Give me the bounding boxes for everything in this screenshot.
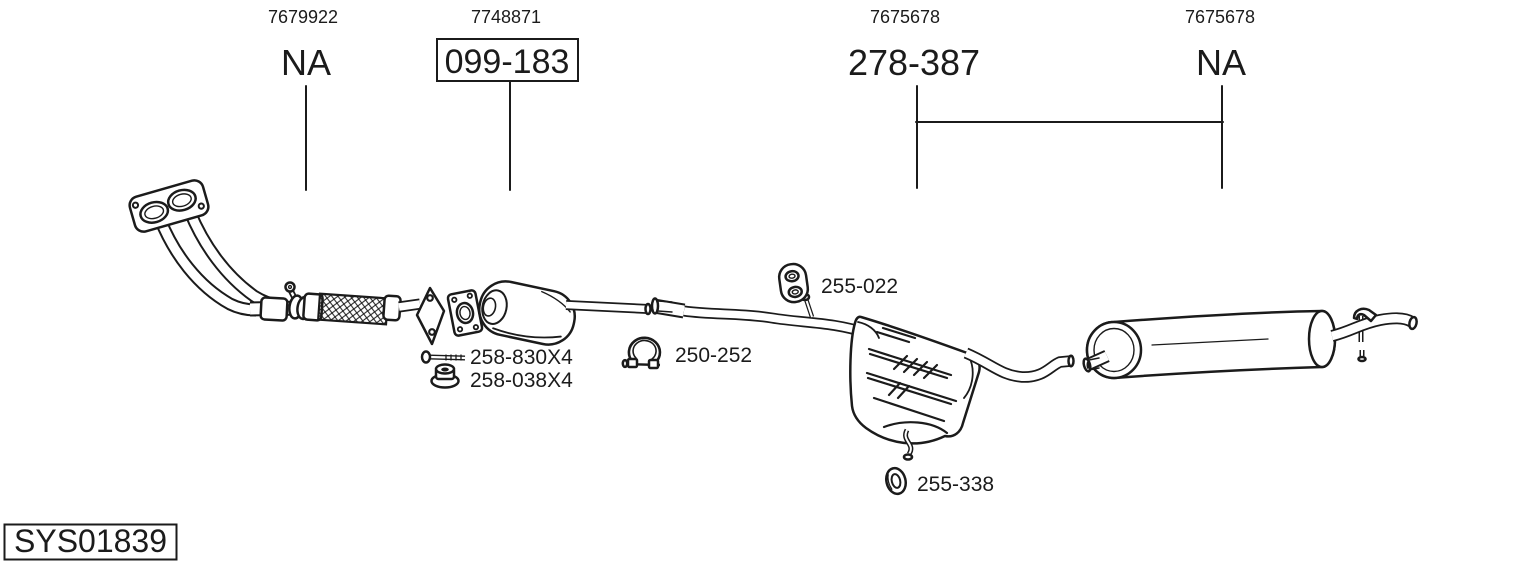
pipe-clamp-drawing [621, 336, 662, 370]
bolt-part-label[interactable]: 258-830X4 [470, 346, 573, 369]
nut-drawing [430, 363, 460, 389]
o-ring-part-label[interactable]: 255-338 [917, 473, 994, 496]
bolt-drawing [420, 350, 466, 364]
oem-number-4: 7675678 [1185, 7, 1255, 27]
tailpipe-hanger-bracket [1352, 307, 1378, 323]
front-pipe-drawing [128, 179, 446, 346]
oem-number-3: 7675678 [870, 7, 940, 27]
oem-number-2: 7748871 [471, 7, 541, 27]
part-code-1: NA [281, 42, 331, 83]
catalytic-converter-drawing [478, 280, 652, 346]
rubber-hanger-drawing [777, 262, 810, 304]
part-code-2[interactable]: 099-183 [445, 43, 570, 81]
selected-part-box [436, 38, 579, 82]
callout-3: 7675678 278-387 [848, 7, 980, 83]
centre-pipe-drawing [650, 292, 868, 339]
system-id-text: SYS01839 [14, 523, 167, 559]
o-ring-drawing [885, 466, 907, 496]
nut-part-label[interactable]: 258-038X4 [470, 369, 573, 392]
rubber-hanger-part-label[interactable]: 255-022 [821, 275, 898, 298]
pipe-clamp-part-label[interactable]: 250-252 [675, 344, 752, 367]
catalyst-flange [446, 289, 484, 337]
part-code-4: NA [1196, 42, 1246, 83]
front-pipe-flange [415, 286, 446, 346]
oem-number-1: 7679922 [268, 7, 338, 27]
part-code-3[interactable]: 278-387 [848, 42, 980, 83]
rear-muffler-drawing [1082, 309, 1337, 380]
callout-4: 7675678 NA [1185, 7, 1255, 83]
front-flange [128, 179, 210, 233]
callout-2: 7748871 099-183 [436, 7, 579, 82]
callout-leader-lines [305, 80, 1224, 191]
tailpipe-drawing [1330, 307, 1418, 363]
system-id-label: SYS01839 [3, 523, 178, 561]
middle-muffler-drawing [849, 315, 1075, 461]
callout-1: 7679922 NA [268, 7, 338, 83]
flex-pipe [302, 292, 421, 326]
